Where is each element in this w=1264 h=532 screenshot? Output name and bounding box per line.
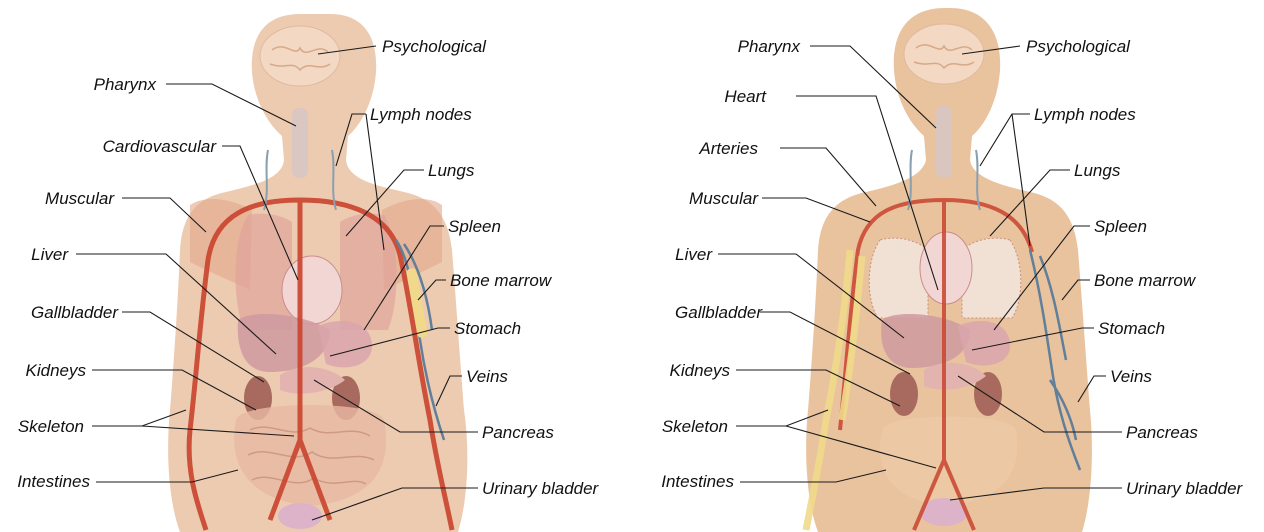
right-lungs — [869, 238, 928, 318]
right-brain — [904, 24, 984, 84]
label-stomach: Stomach — [1098, 319, 1165, 338]
label-kidneys: Kidneys — [26, 361, 87, 380]
label-gallbladder: Gallbladder — [675, 303, 763, 322]
right-kidney-l — [890, 372, 918, 416]
label-urinary-bladder: Urinary bladder — [482, 479, 600, 498]
left-heart — [282, 256, 342, 324]
label-bone-marrow: Bone marrow — [1094, 271, 1197, 290]
label-liver: Liver — [31, 245, 69, 264]
label-lungs: Lungs — [1074, 161, 1121, 180]
label-liver: Liver — [675, 245, 713, 264]
label-urinary-bladder: Urinary bladder — [1126, 479, 1244, 498]
label-lungs: Lungs — [428, 161, 475, 180]
label-intestines: Intestines — [661, 472, 734, 491]
left-urinary-bladder — [278, 503, 322, 529]
label-veins: Veins — [1110, 367, 1152, 386]
label-veins: Veins — [466, 367, 508, 386]
right-body-figure — [806, 8, 1092, 532]
label-pancreas: Pancreas — [482, 423, 554, 442]
label-gallbladder: Gallbladder — [31, 303, 119, 322]
label-kidneys: Kidneys — [670, 361, 731, 380]
label-pharynx: Pharynx — [94, 75, 157, 94]
left-stomach — [318, 321, 372, 367]
left-pharynx — [292, 108, 308, 178]
label-pharynx: Pharynx — [738, 37, 801, 56]
label-muscular: Muscular — [689, 189, 759, 208]
label-arteries: Arteries — [698, 139, 758, 158]
label-lymph-nodes: Lymph nodes — [370, 105, 472, 124]
label-intestines: Intestines — [17, 472, 90, 491]
label-psychological: Psychological — [1026, 37, 1131, 56]
label-psychological: Psychological — [382, 37, 487, 56]
label-muscular: Muscular — [45, 189, 115, 208]
label-spleen: Spleen — [1094, 217, 1147, 236]
label-heart: Heart — [724, 87, 767, 106]
right-pharynx — [936, 106, 952, 178]
label-stomach: Stomach — [454, 319, 521, 338]
left-brain — [260, 26, 340, 86]
label-bone-marrow: Bone marrow — [450, 271, 553, 290]
label-lymph-nodes: Lymph nodes — [1034, 105, 1136, 124]
label-skeleton: Skeleton — [662, 417, 728, 436]
label-skeleton: Skeleton — [18, 417, 84, 436]
label-spleen: Spleen — [448, 217, 501, 236]
label-pancreas: Pancreas — [1126, 423, 1198, 442]
left-body-figure — [168, 14, 467, 532]
left-lungs — [235, 214, 292, 330]
label-cardiovascular: Cardiovascular — [103, 137, 218, 156]
